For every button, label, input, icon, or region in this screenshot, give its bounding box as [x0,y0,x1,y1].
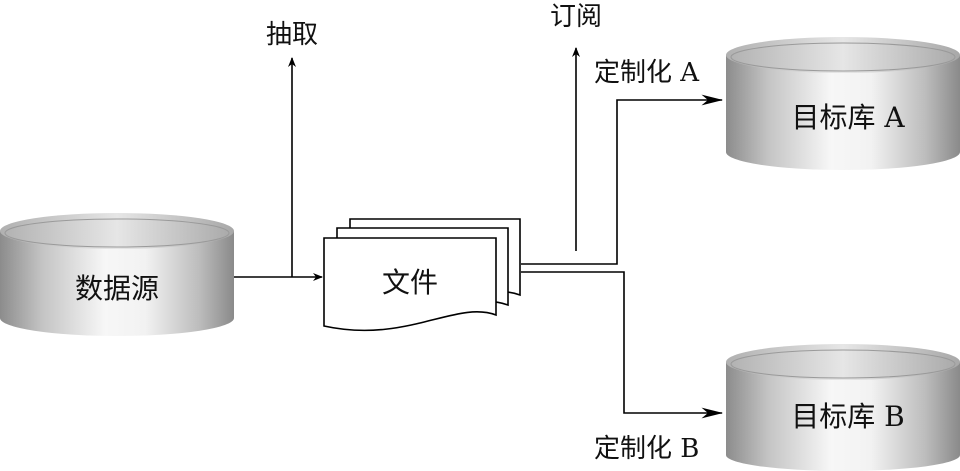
custom-b-label: 定制化 B [594,434,699,464]
custom-b-arrow [521,271,724,419]
target-a-database-icon [726,37,960,170]
target-b-label: 目标库 B [791,400,904,433]
target-a-label: 目标库 A [791,101,905,134]
source-database-icon [0,213,234,336]
custom-a-label: 定制化 A [594,58,700,88]
subscribe-label: 订阅 [550,2,602,32]
target-b-database-icon [726,344,960,471]
extract-label: 抽取 [266,20,318,50]
file-label: 文件 [382,266,438,299]
connectors [234,47,724,419]
file-stack-icon [323,218,521,332]
custom-a-arrow [521,94,724,265]
source-label: 数据源 [75,272,159,305]
